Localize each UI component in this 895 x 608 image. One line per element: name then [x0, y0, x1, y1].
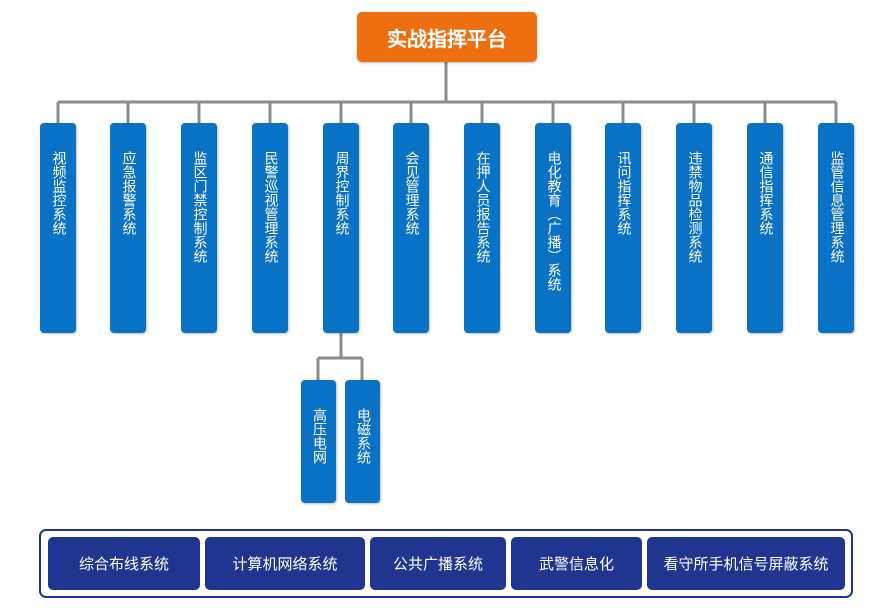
system-node-supervision-info: 监管信息管理系统 — [818, 123, 854, 333]
system-node-access-control: 监区门禁控制系统 — [181, 123, 217, 333]
perimeter-child-electromagnetic: 电磁系统 — [345, 380, 380, 503]
system-node-detainee-report: 在押人员报告系统 — [464, 123, 500, 333]
system-node-emergency-alarm: 应急报警系统 — [110, 123, 146, 333]
system-node-interrogation-command: 讯问指挥系统 — [605, 123, 641, 333]
system-node-video-surveillance: 视频监控系统 — [40, 123, 76, 333]
system-label: 讯问指挥系统 — [615, 151, 632, 235]
system-node-education-broadcast: 电化教育（广播）系统 — [535, 123, 571, 333]
system-label: 违禁物品检测系统 — [686, 151, 703, 263]
infrastructure-computer-network: 计算机网络系统 — [205, 537, 365, 590]
system-node-patrol-management: 民警巡视管理系统 — [252, 123, 288, 333]
system-label: 在押人员报告系统 — [474, 151, 491, 263]
system-label: 电化教育（广播）系统 — [545, 151, 562, 291]
subsystem-label: 高压电网 — [311, 408, 327, 464]
infrastructure-public-broadcast: 公共广播系统 — [370, 537, 506, 590]
infrastructure-cabling: 综合布线系统 — [48, 537, 200, 590]
system-label: 应急报警系统 — [120, 151, 137, 235]
infrastructure-signal-jamming: 看守所手机信号屏蔽系统 — [647, 537, 845, 590]
system-node-contraband-detection: 违禁物品检测系统 — [676, 123, 712, 333]
system-node-perimeter-control: 周界控制系统 — [323, 123, 359, 333]
subsystem-label: 电磁系统 — [355, 408, 371, 464]
system-label: 视频监控系统 — [50, 151, 67, 235]
system-label: 监区门禁控制系统 — [191, 151, 208, 263]
system-label: 会见管理系统 — [403, 151, 420, 235]
system-node-communication-command: 通信指挥系统 — [747, 123, 783, 333]
system-node-visit-management: 会见管理系统 — [393, 123, 429, 333]
system-label: 民警巡视管理系统 — [262, 151, 279, 263]
infrastructure-armed-police-it: 武警信息化 — [511, 537, 642, 590]
root-node-command-platform: 实战指挥平台 — [357, 12, 537, 62]
system-label: 监管信息管理系统 — [828, 151, 845, 263]
perimeter-child-high-voltage-grid: 高压电网 — [301, 380, 336, 503]
system-label: 通信指挥系统 — [757, 151, 774, 235]
system-label: 周界控制系统 — [333, 151, 350, 235]
